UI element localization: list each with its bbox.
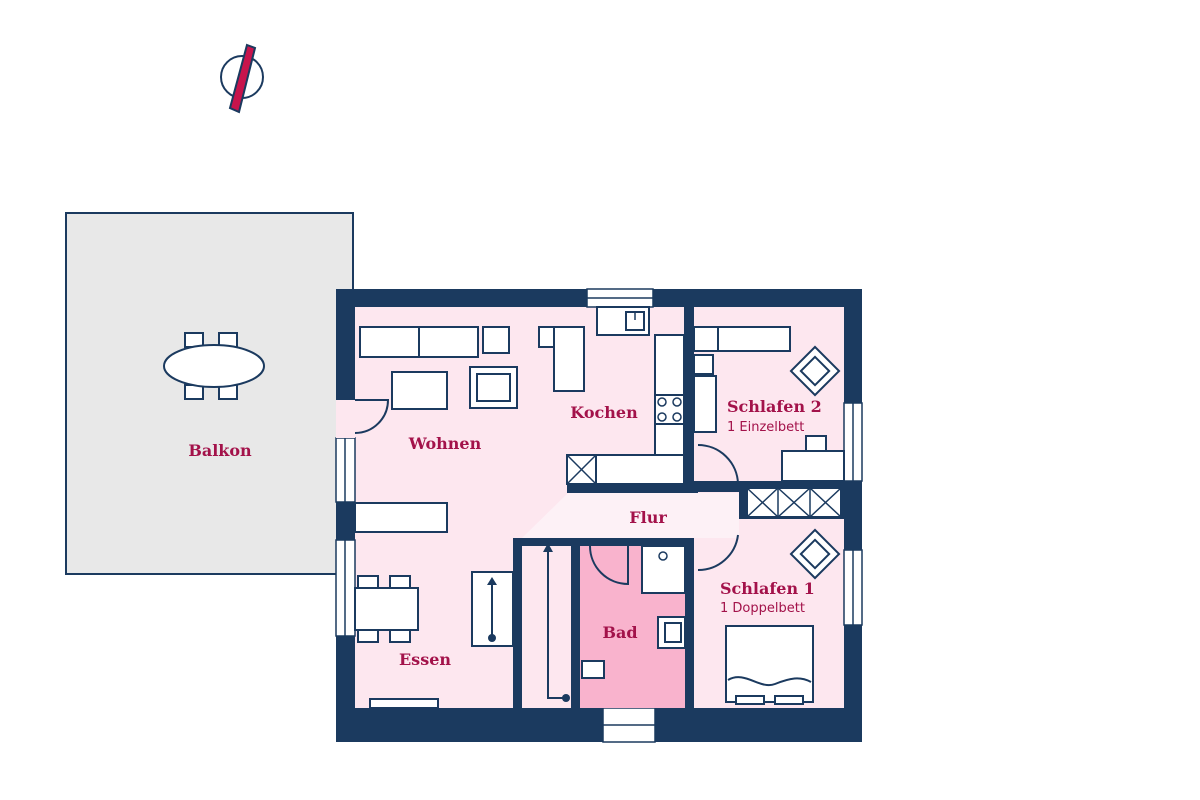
room-label-bad: Bad (602, 623, 637, 642)
compass-icon (220, 43, 264, 114)
bed-single (693, 326, 791, 352)
door-swing-schlafen2 (697, 444, 739, 485)
room-label-essen: Essen (399, 650, 451, 669)
room-detail-schlafen2: 1 Einzelbett (727, 420, 804, 435)
armchair-icon (789, 345, 841, 397)
door-balkon (336, 400, 355, 438)
room-label-balkon: Balkon (188, 441, 252, 460)
side-table (482, 326, 510, 354)
kitchen-unit (538, 326, 555, 348)
room-detail-schlafen1: 1 Doppelbett (720, 601, 805, 616)
dining-table-icon (163, 332, 265, 400)
wardrobe-icon (746, 487, 842, 518)
essen-bench (369, 698, 439, 709)
wall-stair-east (571, 538, 580, 708)
wall-bad-east (685, 538, 694, 708)
cabinet-schlafen2 (693, 375, 717, 433)
wall-flur-south (513, 538, 693, 546)
wall-kitchen-east (684, 307, 694, 492)
sink-icon (596, 306, 650, 336)
fridge-icon (566, 454, 597, 485)
coffee-table (391, 371, 448, 410)
dining-table-essen (354, 575, 419, 643)
washbasin-icon (657, 616, 686, 649)
sideboard (354, 502, 448, 533)
room-label-schlafen1: Schlafen 1 (720, 579, 815, 598)
stair-floor (522, 546, 571, 708)
sofa (359, 326, 479, 358)
kitchen-shelf (553, 326, 585, 392)
armchair-icon (789, 528, 841, 580)
flur-corridor (522, 493, 739, 538)
door-swing-bad (589, 545, 629, 586)
shower-icon (641, 545, 686, 594)
cabinet-essen (471, 571, 514, 647)
desk-chair (805, 435, 827, 452)
nightstand-schlafen2 (693, 354, 714, 375)
room-label-schlafen2: Schlafen 2 (727, 397, 822, 416)
door-swing-balkon (354, 399, 390, 434)
room-label-wohnen: Wohnen (408, 434, 482, 453)
door-swing-schlafen1 (697, 534, 739, 572)
stairs-icon (543, 543, 570, 702)
toilet-icon (581, 660, 605, 679)
stove-icon (654, 394, 685, 425)
room-label-flur: Flur (629, 508, 667, 527)
desk (781, 450, 845, 482)
wall-stair-west (513, 538, 522, 708)
balcony-area (65, 212, 354, 575)
bed-icon (725, 625, 814, 705)
wall-kitchen-south (567, 484, 698, 493)
armchair-icon (469, 366, 518, 409)
room-label-kochen: Kochen (570, 403, 638, 422)
